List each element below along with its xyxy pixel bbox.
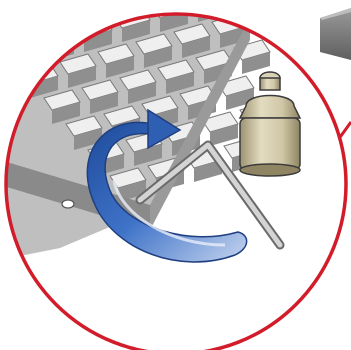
- grate-cell-top: [38, 28, 74, 48]
- grate-cell-top: [190, 0, 226, 8]
- scale-housing-corner: [320, 8, 351, 60]
- grate-cell-side: [236, 0, 264, 12]
- grate-cell-side: [8, 50, 36, 72]
- grate-cell-top: [0, 38, 36, 58]
